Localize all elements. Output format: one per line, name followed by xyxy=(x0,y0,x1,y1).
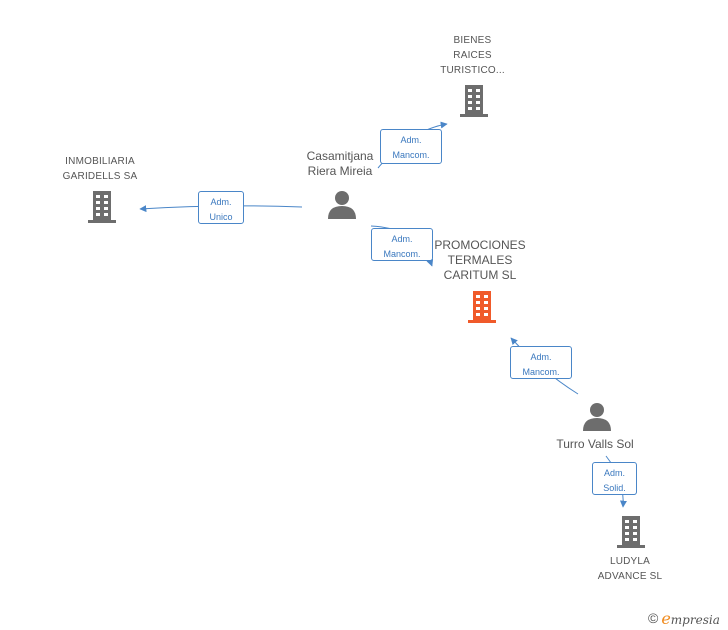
building-icon[interactable] xyxy=(615,515,647,549)
brand-initial: e xyxy=(661,608,671,628)
node-label-bienes: BIENES RAICES TURISTICO... xyxy=(440,35,505,76)
person-icon[interactable] xyxy=(582,402,612,432)
edge-badge-adm-solid[interactable]: Adm. Solid. xyxy=(592,462,637,495)
edge-badge-adm-mancom[interactable]: Adm. Mancom. xyxy=(380,129,442,164)
edge-badge-adm-unico[interactable]: Adm. Unico xyxy=(198,191,244,224)
node-label-turro: Turro Valls Sol xyxy=(556,437,634,451)
building-icon[interactable] xyxy=(458,84,490,118)
building-icon[interactable] xyxy=(86,190,118,224)
brand-name: mpresia xyxy=(670,612,720,627)
person-icon[interactable] xyxy=(327,190,357,220)
node-label-promociones: PROMOCIONES TERMALES CARITUM SL xyxy=(434,238,526,282)
copyright-icon: © xyxy=(648,610,659,626)
edge-badge-adm-mancom[interactable]: Adm. Mancom. xyxy=(510,346,572,379)
node-label-inmobiliaria: INMOBILIARIA GARIDELLS SA xyxy=(62,156,138,182)
node-label-ludyla: LUDYLA ADVANCE SL xyxy=(597,556,663,582)
brand-watermark: © empresia xyxy=(648,608,720,628)
node-label-casamitjana: Casamitjana Riera Mireia xyxy=(306,149,374,178)
building-icon[interactable] xyxy=(466,290,498,324)
edge-badge-adm-mancom[interactable]: Adm. Mancom. xyxy=(371,228,433,261)
